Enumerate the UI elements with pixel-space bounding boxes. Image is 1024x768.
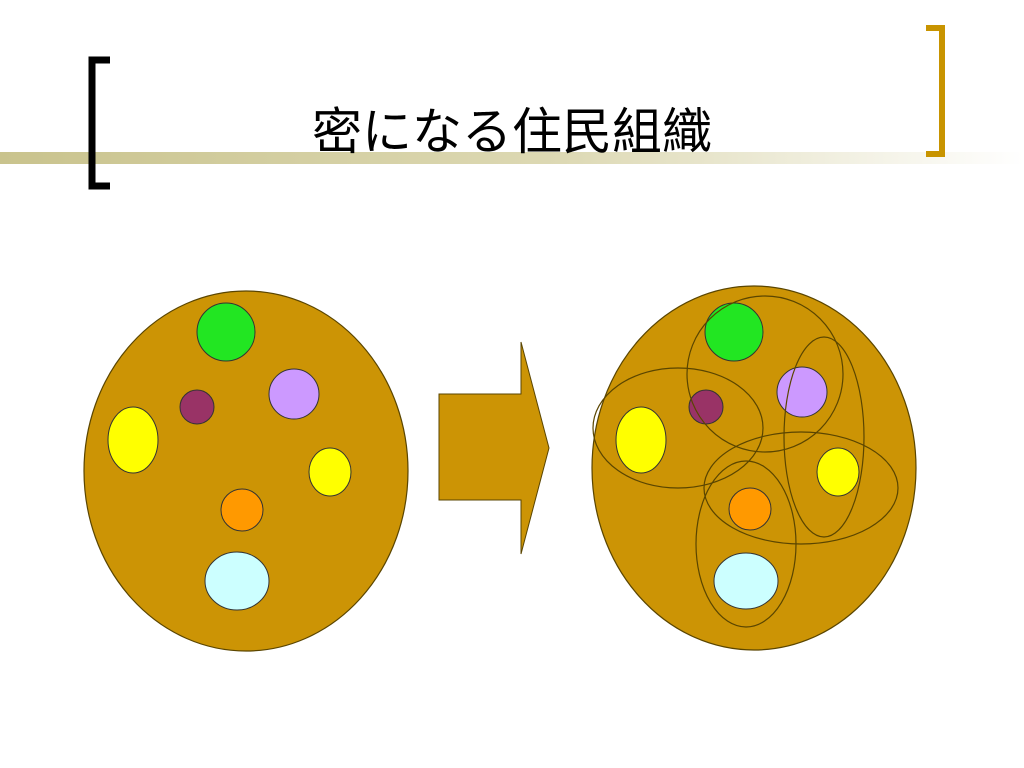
network-ring-top xyxy=(686,295,844,453)
group-orange-before xyxy=(220,488,264,532)
group-green-before xyxy=(196,302,256,362)
left-bracket xyxy=(88,56,110,190)
group-yellow-right-after xyxy=(816,447,860,497)
group-maroon-before xyxy=(179,389,215,425)
network-ring-left xyxy=(592,367,764,489)
group-cyan-before xyxy=(204,551,270,611)
group-orange-after xyxy=(728,487,772,531)
community-circle-before xyxy=(83,290,409,652)
right-bracket xyxy=(926,25,945,157)
community-circle-after xyxy=(591,285,917,651)
group-purple-after xyxy=(776,366,828,418)
group-yellow-left-after xyxy=(615,406,667,474)
network-ring-bottom-horizontal xyxy=(703,431,899,545)
network-ring-right-vertical xyxy=(783,336,865,538)
group-purple-before xyxy=(268,368,320,420)
transition-arrow xyxy=(438,341,550,555)
group-cyan-after xyxy=(713,552,779,610)
group-yellow-left-before xyxy=(107,406,159,474)
community-before xyxy=(83,290,409,652)
title-underline-bar xyxy=(0,152,1024,164)
group-green-after xyxy=(704,302,764,362)
group-maroon-after xyxy=(688,389,724,425)
group-yellow-right-before xyxy=(308,447,352,497)
slide-title: 密になる住民組織 xyxy=(312,103,712,161)
network-ring-bottom-vertical xyxy=(695,460,797,628)
community-after xyxy=(591,285,917,651)
